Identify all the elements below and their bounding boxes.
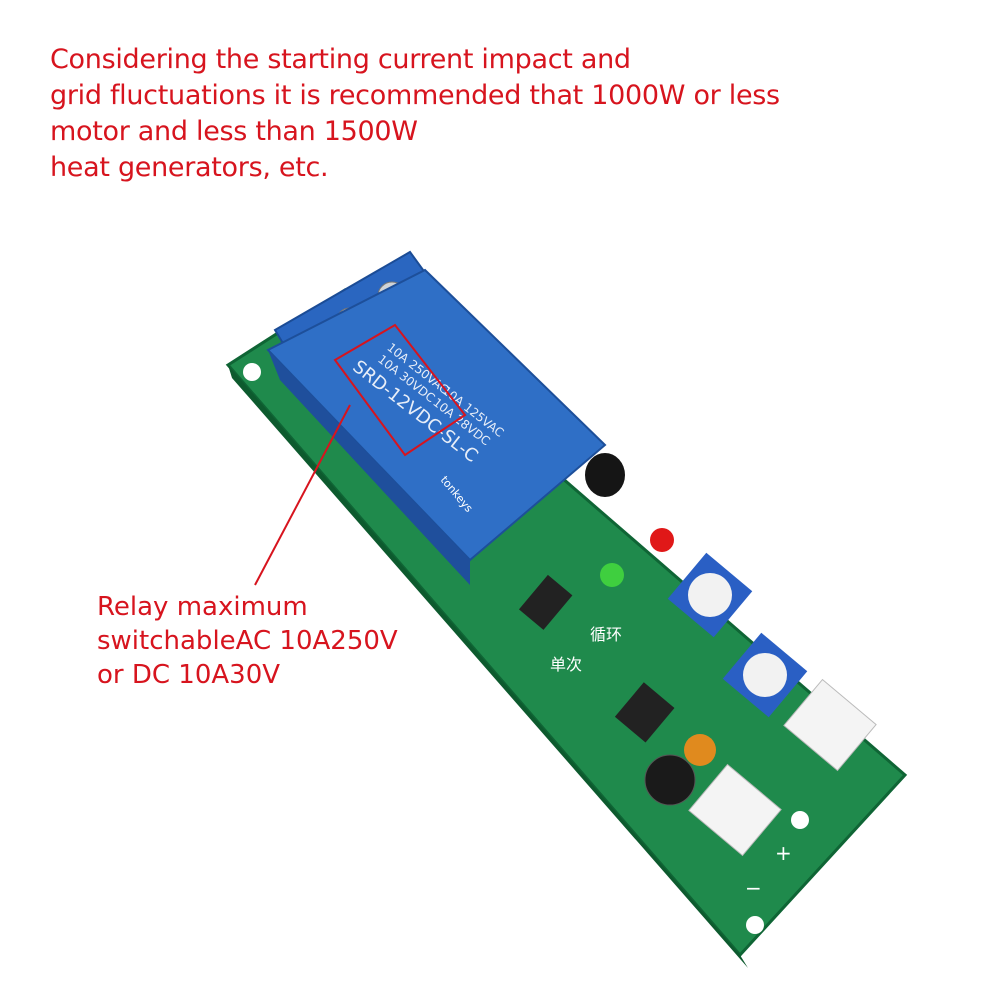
caption-line: grid fluctuations it is recommended that… xyxy=(50,80,780,111)
plus-label: + xyxy=(775,841,792,865)
board-label: 循环 xyxy=(590,625,622,644)
caption-line: or DC 10A30V xyxy=(97,660,281,690)
board-label: 单次 xyxy=(550,655,582,674)
mount-hole xyxy=(791,811,809,829)
jumper xyxy=(518,574,573,630)
pointer-line xyxy=(254,404,351,586)
caption-line: heat generators, etc. xyxy=(50,152,329,183)
potentiometer xyxy=(667,552,753,638)
capacitor xyxy=(644,754,696,806)
top-caption: Considering the starting current impact … xyxy=(50,42,780,186)
transistor xyxy=(585,453,625,497)
connector xyxy=(783,678,877,772)
minus-label: − xyxy=(745,876,762,900)
pcb-board-shade xyxy=(228,365,748,968)
mount-hole xyxy=(746,916,764,934)
mount-hole xyxy=(243,363,261,381)
highlight-box xyxy=(333,323,467,457)
red-led xyxy=(650,528,674,552)
connector xyxy=(688,763,782,857)
caption-line: Relay maximum xyxy=(97,592,308,622)
capacitor-orange xyxy=(684,734,716,766)
relay-caption: Relay maximum switchableAC 10A250V or DC… xyxy=(97,590,398,692)
caption-line: Considering the starting current impact … xyxy=(50,44,631,75)
potentiometer xyxy=(722,632,808,718)
green-led xyxy=(600,563,624,587)
jumper xyxy=(614,682,675,743)
relay-side xyxy=(268,350,470,585)
caption-line: motor and less than 1500W xyxy=(50,116,418,147)
caption-line: switchableAC 10A250V xyxy=(97,626,398,656)
